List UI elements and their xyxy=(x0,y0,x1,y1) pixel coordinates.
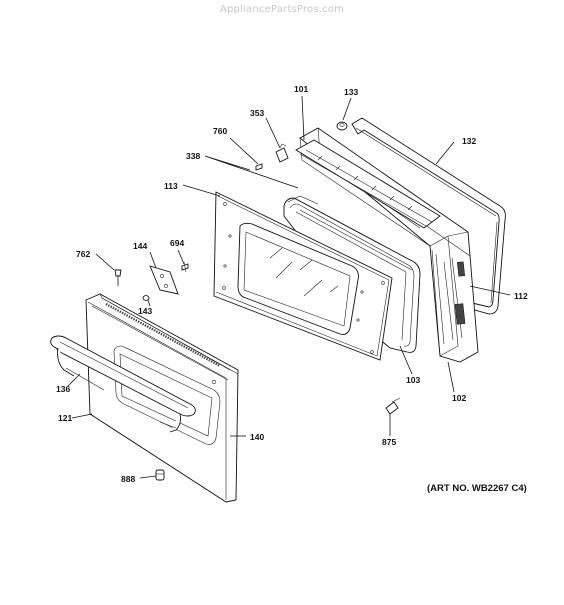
callout-353: 353 xyxy=(250,108,264,118)
callout-762: 762 xyxy=(76,249,90,259)
screw-694 xyxy=(181,261,189,273)
callout-694: 694 xyxy=(170,238,184,248)
screw-762 xyxy=(114,269,122,286)
callout-113: 113 xyxy=(164,181,178,191)
callout-143: 143 xyxy=(138,306,152,316)
callout-101: 101 xyxy=(294,84,308,94)
bumper-133 xyxy=(336,121,348,131)
callout-136: 136 xyxy=(56,384,70,394)
callout-133: 133 xyxy=(344,87,358,97)
callout-875: 875 xyxy=(382,437,396,447)
callout-112: 112 xyxy=(514,291,528,301)
clip-353 xyxy=(275,143,289,163)
callout-140: 140 xyxy=(250,432,264,442)
callout-338: 338 xyxy=(186,151,200,161)
watermark: AppliancePartsPros.com xyxy=(219,4,345,15)
washer-143 xyxy=(142,295,150,301)
callout-132: 132 xyxy=(462,136,476,146)
leader-lines xyxy=(67,95,511,479)
art-number: (ART NO. WB2267 C4) xyxy=(427,483,527,494)
screw-875 xyxy=(385,397,401,415)
callout-labels: 101 133 353 760 338 132 113 144 694 762 … xyxy=(56,84,528,484)
door-handle-136 xyxy=(50,335,196,433)
callout-102: 102 xyxy=(452,393,466,403)
foot-888 xyxy=(155,469,165,481)
inner-glass-panel-113 xyxy=(213,191,393,361)
door-frame-101 xyxy=(295,139,441,229)
screw-760 xyxy=(255,163,263,171)
callout-103: 103 xyxy=(406,375,420,385)
bracket-144 xyxy=(149,265,179,295)
callout-760: 760 xyxy=(213,126,227,136)
callout-144: 144 xyxy=(133,241,147,251)
callout-888: 888 xyxy=(121,474,135,484)
callout-121: 121 xyxy=(58,413,72,423)
